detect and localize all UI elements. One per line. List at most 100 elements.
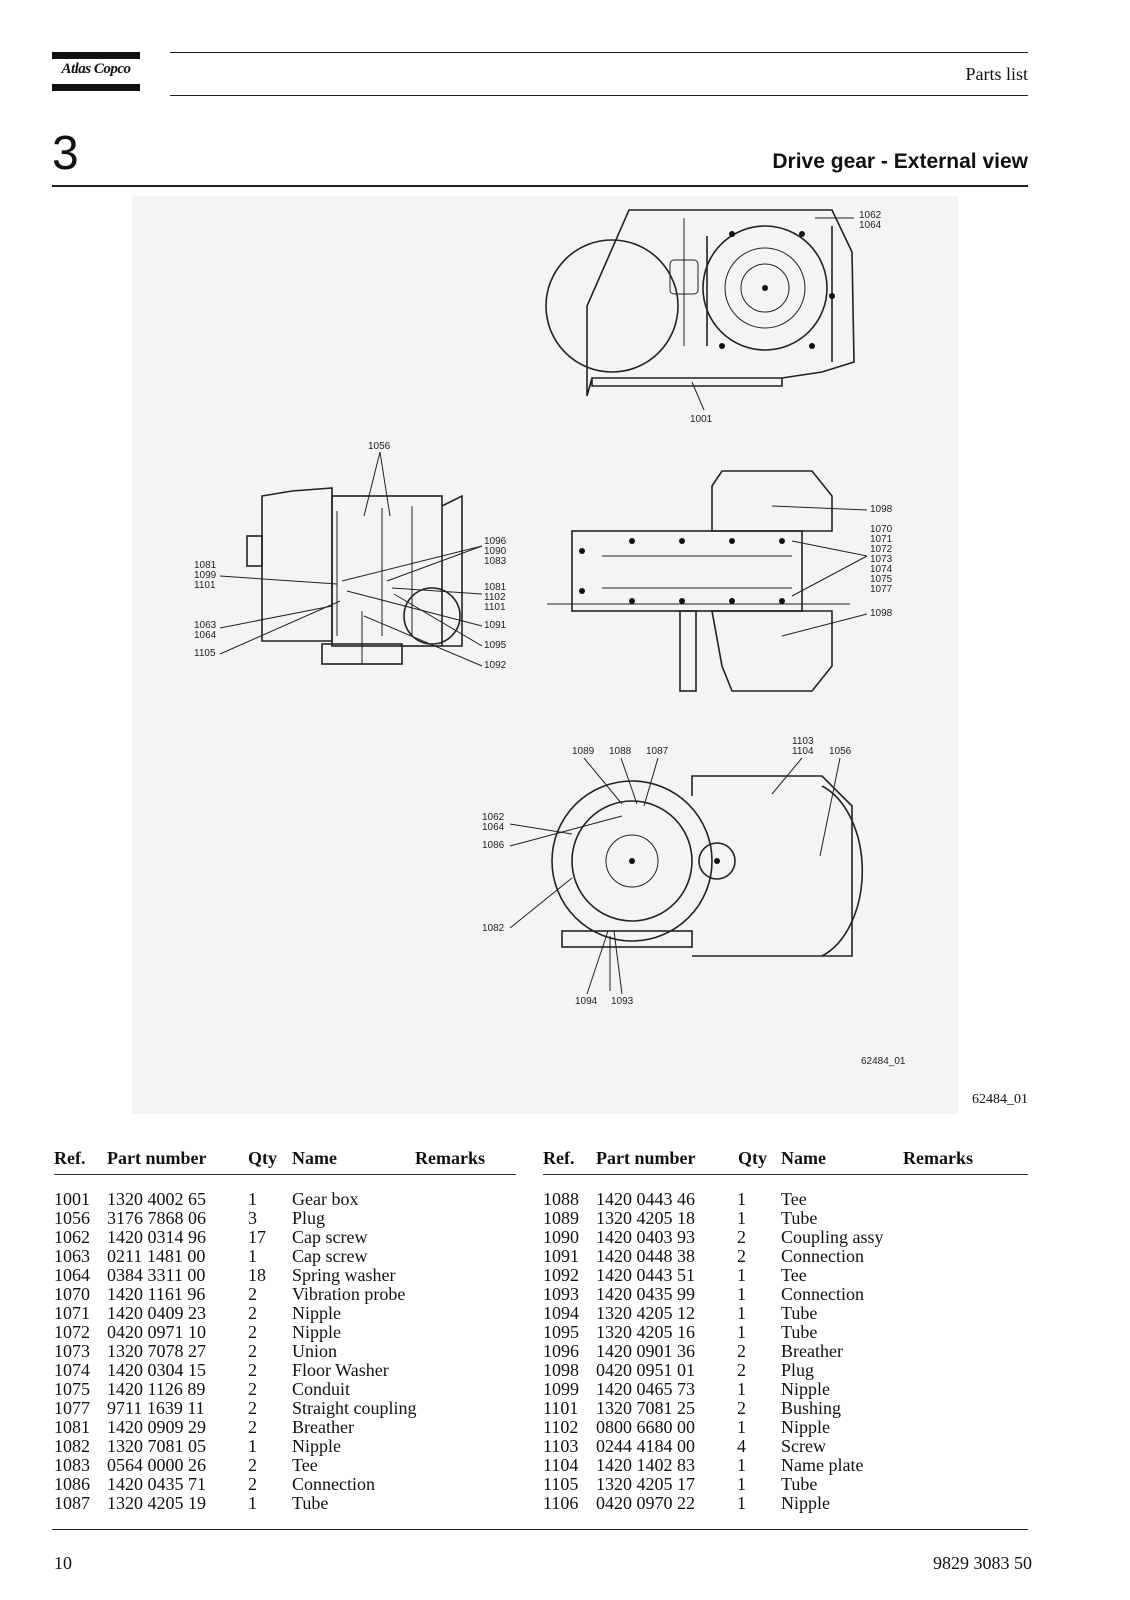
section-rule — [52, 185, 1028, 187]
callout-1056-front: 1056 — [829, 746, 852, 757]
callout-1086: 1086 — [482, 840, 505, 851]
part-ref: 1056 — [54, 1208, 90, 1228]
table-header-rule — [543, 1174, 1028, 1175]
callout-1072: 1072 — [870, 544, 893, 555]
part-name: Connection — [781, 1246, 864, 1266]
part-qty: 1 — [248, 1246, 257, 1266]
part-number: 1420 0314 96 — [107, 1227, 206, 1247]
page-number: 10 — [54, 1553, 72, 1573]
part-name: Nipple — [781, 1493, 830, 1513]
part-number: 3176 7868 06 — [107, 1208, 206, 1228]
part-qty: 1 — [737, 1189, 746, 1209]
callout-1062-front: 1062 — [482, 812, 505, 823]
part-number: 1320 7081 05 — [107, 1436, 206, 1456]
part-number: 1320 4205 12 — [596, 1303, 695, 1323]
top-view: 1062 1064 1001 — [545, 209, 882, 425]
part-qty: 2 — [248, 1360, 257, 1380]
part-name: Connection — [781, 1284, 864, 1304]
part-qty: 2 — [737, 1360, 746, 1380]
part-name: Tube — [781, 1474, 818, 1494]
col-header-name: Name — [781, 1148, 826, 1168]
part-number: 9711 1639 11 — [107, 1398, 205, 1418]
drive-gear-drawing: 1062 1064 1001 1056 1081 1099 1101 1063 … — [132, 196, 958, 1114]
part-ref: 1001 — [54, 1189, 90, 1209]
plan-view: 1098 1070 1071 1072 1073 1074 1075 1077 … — [547, 470, 893, 692]
part-ref: 1074 — [54, 1360, 90, 1380]
part-ref: 1088 — [543, 1189, 579, 1209]
part-number: 0800 6680 00 — [596, 1417, 695, 1437]
part-qty: 17 — [248, 1227, 266, 1247]
part-qty: 1 — [737, 1284, 746, 1304]
callout-1064-top: 1064 — [859, 220, 882, 231]
drawing-outer-id: 62484_01 — [972, 1092, 1028, 1107]
atlas-copco-logo: Atlas Copco — [61, 61, 131, 77]
part-ref: 1105 — [543, 1474, 579, 1494]
part-ref: 1101 — [543, 1398, 579, 1418]
callout-1081-side-a: 1081 — [194, 560, 217, 571]
part-name: Tube — [781, 1322, 818, 1342]
col-header-qty: Qty — [738, 1148, 767, 1168]
document-number: 9829 3083 50 — [933, 1553, 1032, 1573]
part-number: 1320 7081 25 — [596, 1398, 695, 1418]
callout-1099-side: 1099 — [194, 570, 217, 581]
callout-1082: 1082 — [482, 923, 505, 934]
callout-1098-b: 1098 — [870, 608, 893, 619]
part-ref: 1077 — [54, 1398, 90, 1418]
part-qty: 3 — [248, 1208, 257, 1228]
footer-rule — [52, 1529, 1028, 1530]
part-name: Floor Washer — [292, 1360, 389, 1380]
part-number: 1320 4205 18 — [596, 1208, 695, 1228]
part-name: Cap screw — [292, 1246, 368, 1266]
part-number: 1420 0403 93 — [596, 1227, 695, 1247]
callout-1056-side: 1056 — [368, 441, 391, 452]
part-number: 0420 0951 01 — [596, 1360, 695, 1380]
part-ref: 1098 — [543, 1360, 579, 1380]
part-qty: 1 — [248, 1493, 257, 1513]
part-ref: 1090 — [543, 1227, 579, 1247]
callout-1088: 1088 — [609, 746, 632, 757]
callout-1104: 1104 — [792, 746, 814, 757]
part-name: Plug — [292, 1208, 326, 1228]
part-qty: 2 — [737, 1246, 746, 1266]
callout-1093: 1093 — [611, 996, 634, 1007]
callout-1001: 1001 — [690, 414, 713, 425]
part-name: Name plate — [781, 1455, 864, 1475]
part-ref: 1081 — [54, 1417, 90, 1437]
part-number: 1420 0304 15 — [107, 1360, 206, 1380]
part-qty: 1 — [737, 1322, 746, 1342]
col-header-qty: Qty — [248, 1148, 277, 1168]
part-qty: 1 — [737, 1303, 746, 1323]
header-label: Parts list — [965, 64, 1028, 84]
part-number: 1420 0443 51 — [596, 1265, 695, 1285]
part-number: 0384 3311 00 — [107, 1265, 206, 1285]
callout-1105: 1105 — [194, 648, 216, 659]
part-ref: 1104 — [543, 1455, 579, 1475]
callout-1103: 1103 — [792, 736, 814, 747]
part-name: Spring washer — [292, 1265, 396, 1285]
col-header-name: Name — [292, 1148, 337, 1168]
part-name: Nipple — [781, 1417, 830, 1437]
part-qty: 2 — [248, 1284, 257, 1304]
part-qty: 4 — [737, 1436, 746, 1456]
part-name: Vibration probe — [292, 1284, 406, 1304]
part-qty: 2 — [248, 1341, 257, 1361]
col-header-ref: Ref. — [54, 1148, 86, 1168]
part-number: 0420 0971 10 — [107, 1322, 206, 1342]
callout-1062-top: 1062 — [859, 210, 882, 221]
part-qty: 1 — [737, 1417, 746, 1437]
table-header-rule — [54, 1174, 516, 1175]
part-name: Cap screw — [292, 1227, 368, 1247]
callout-1089: 1089 — [572, 746, 595, 757]
part-number: 0211 1481 00 — [107, 1246, 206, 1266]
part-number: 1320 4205 16 — [596, 1322, 695, 1342]
callout-1075: 1075 — [870, 574, 893, 585]
header-bottom-rule — [170, 95, 1028, 96]
part-number: 1420 0909 29 — [107, 1417, 206, 1437]
part-number: 1420 0435 71 — [107, 1474, 206, 1494]
part-name: Connection — [292, 1474, 375, 1494]
part-number: 1320 4205 17 — [596, 1474, 695, 1494]
part-qty: 1 — [737, 1493, 746, 1513]
part-name: Tube — [781, 1303, 818, 1323]
part-number: 1420 1126 89 — [107, 1379, 206, 1399]
col-header-part-number: Part number — [596, 1148, 696, 1168]
